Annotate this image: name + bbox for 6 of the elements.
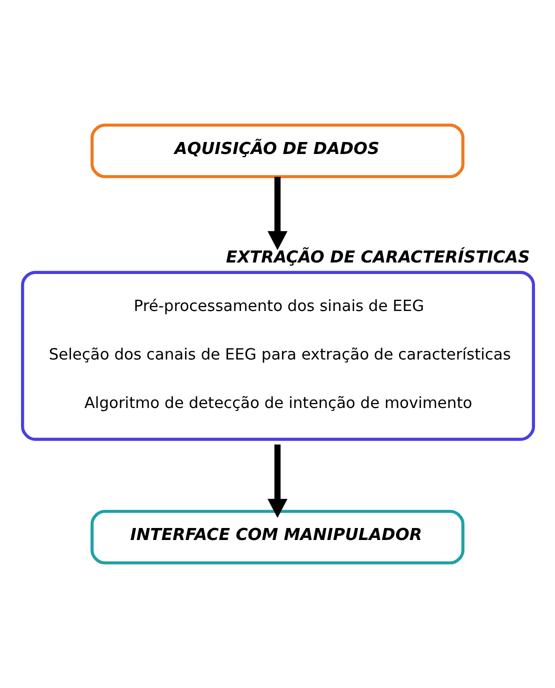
arrow (268, 444, 288, 518)
arrow (268, 176, 288, 250)
node-box: Pré-processamento dos sinais de EEG Seleção dos canais de EEG para extração de características Algoritmo de detecção de intenção de movimento (21, 270, 535, 441)
node-box: AQUISIÇÃO DE DADOS (90, 124, 464, 178)
node-label: EXTRAÇÃO DE CARACTERÍSTICAS (226, 247, 530, 266)
node-box: INTERFACE COM MANIPULADOR (90, 510, 464, 564)
